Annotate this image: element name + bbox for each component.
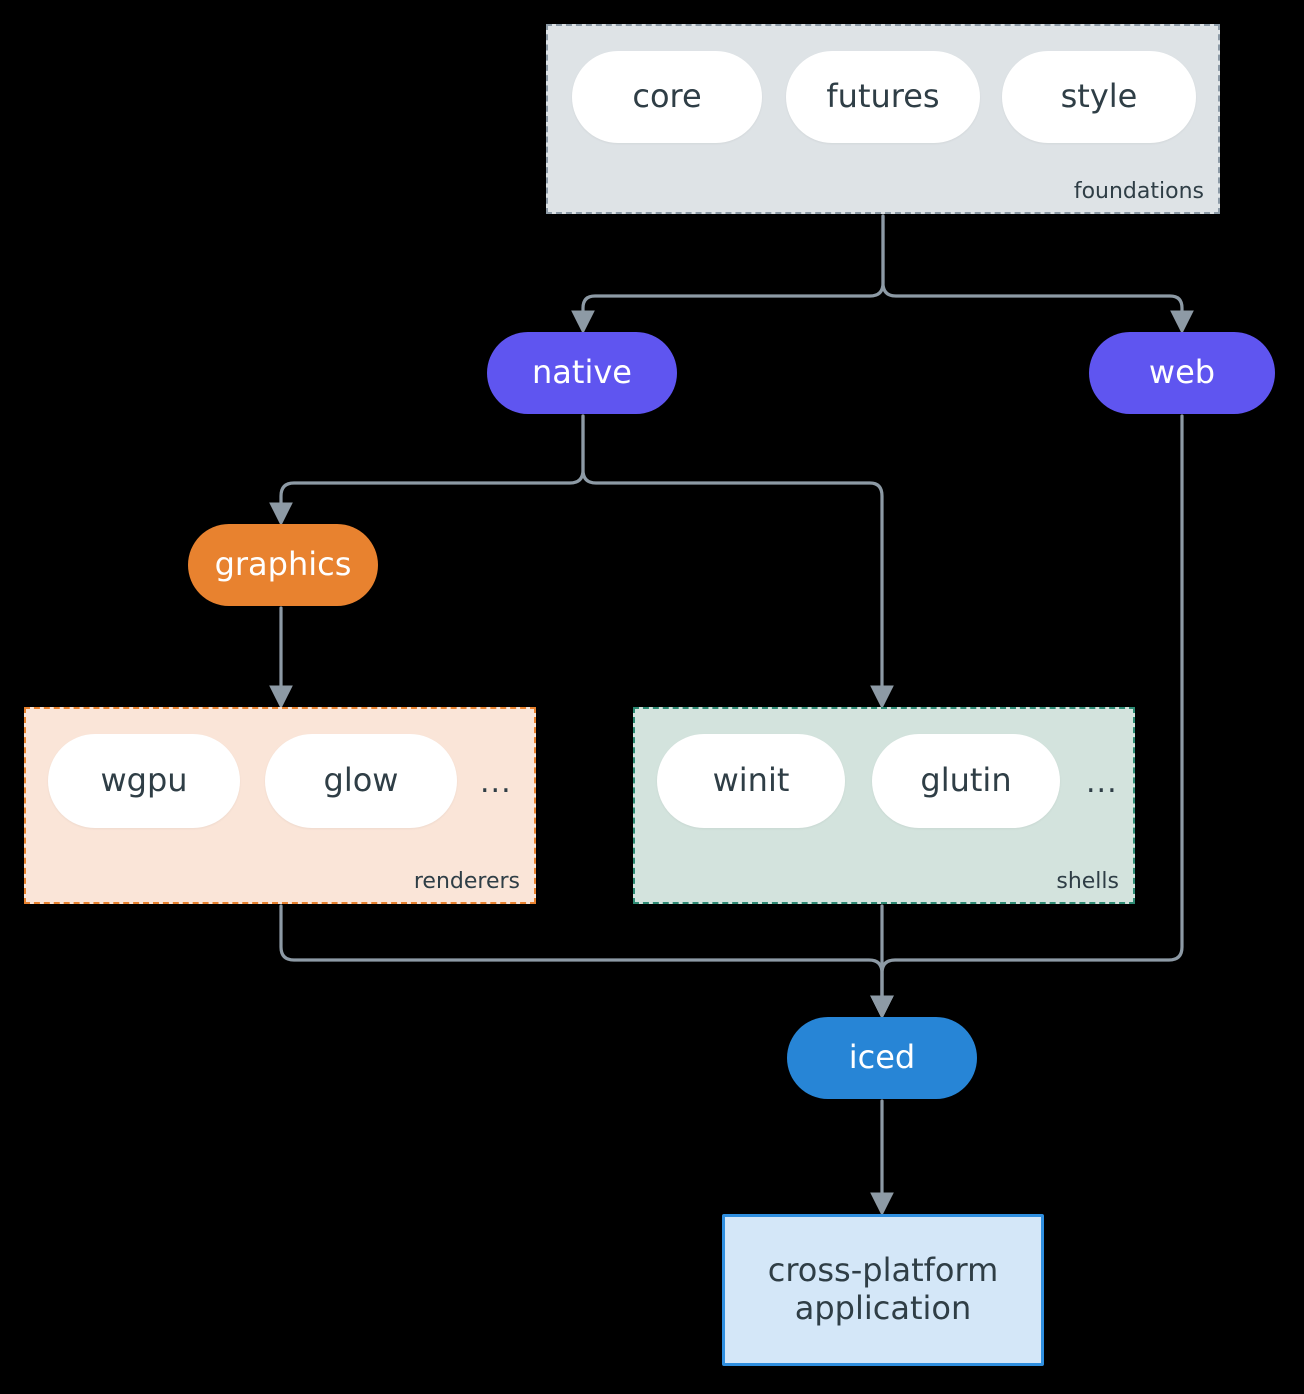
group-shells-label: shells [1056,869,1119,894]
node-web[interactable]: web [1089,332,1275,414]
node-wgpu-label: wgpu [100,761,188,800]
node-web-label: web [1148,353,1216,392]
node-graphics-label: graphics [214,545,352,584]
group-shells-ellipsis: ... [1086,765,1118,800]
node-native[interactable]: native [487,332,677,414]
node-style-label: style [1060,77,1138,116]
node-core[interactable]: core [572,51,762,143]
node-futures-label: futures [826,77,940,116]
node-futures[interactable]: futures [786,51,980,143]
group-renderers-ellipsis: ... [480,765,512,800]
node-iced-label: iced [848,1038,916,1077]
edge-foundations-native [571,214,885,335]
edge-foundations-web [881,214,1194,335]
edge-renderers-iced [279,904,894,1020]
node-style[interactable]: style [1002,51,1196,143]
node-application-line2: application [794,1289,972,1327]
node-wgpu[interactable]: wgpu [48,734,240,828]
node-cross-platform-application[interactable]: cross-platform application [722,1214,1044,1366]
node-glow[interactable]: glow [265,734,457,828]
node-iced[interactable]: iced [787,1017,977,1099]
node-winit-label: winit [712,761,790,800]
node-native-label: native [532,353,632,392]
group-foundations-label: foundations [1073,179,1204,204]
node-application-line1: cross-platform [767,1251,999,1290]
edge-native-shells [581,414,894,710]
node-core-label: core [632,77,702,116]
node-glutin[interactable]: glutin [872,734,1060,828]
group-renderers-label: renderers [413,869,520,894]
node-glow-label: glow [323,761,399,800]
edge-native-graphics [269,414,585,527]
node-glutin-label: glutin [920,761,1012,800]
node-winit[interactable]: winit [657,734,845,828]
node-graphics[interactable]: graphics [188,524,378,606]
